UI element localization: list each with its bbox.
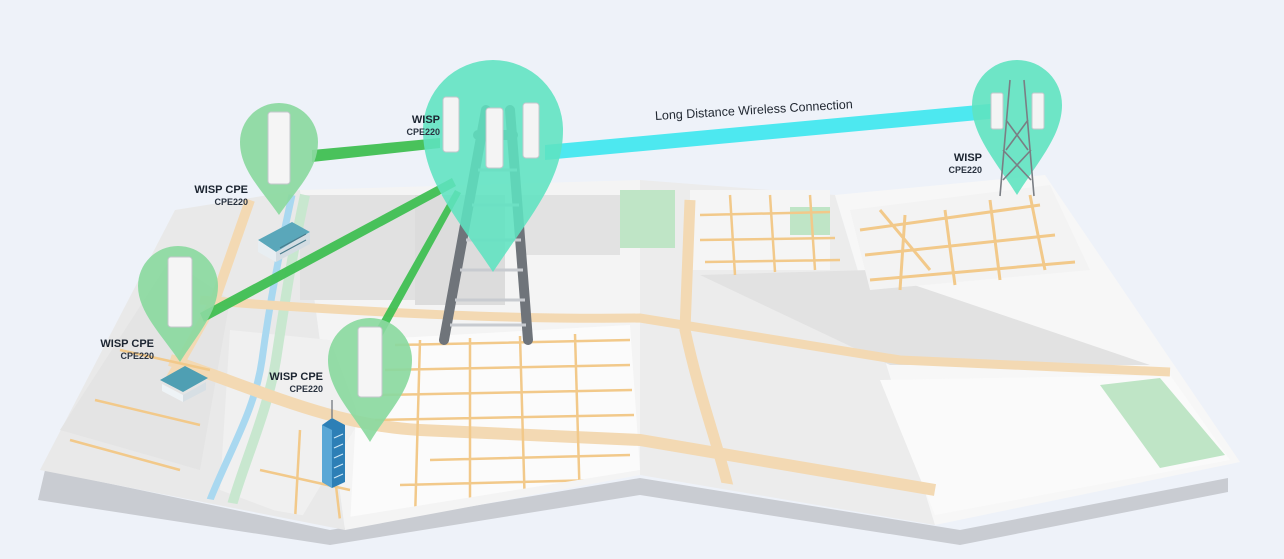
wireless-links [200,103,1000,344]
cpe-left-label: WISP CPE CPE220 [76,338,154,361]
cpe-left-model: CPE220 [120,350,154,361]
road-network [69,194,1171,520]
link-wisp-to-cpe-left [200,178,456,322]
side-streets-center [374,333,635,520]
cpe-left-title: WISP CPE [100,338,154,350]
link-wisp-to-cpe-top [312,138,440,162]
wisp-main-model: CPE220 [406,126,440,137]
side-streets-west [69,348,211,472]
map-shadow [38,470,1228,545]
park-block-southeast [1100,378,1225,468]
cpe-top-label: WISP CPE CPE220 [170,184,248,207]
link-wisp-to-cpe-bottom [370,190,461,344]
cpe-top-pin [240,103,318,215]
cpe-bottom-pin [328,318,412,442]
cpe-top-title: WISP CPE [194,184,248,196]
main-road-1 [168,354,937,496]
link-wisp-to-remote [545,103,1000,160]
cpe-bottom-title: WISP CPE [269,371,323,383]
side-streets-east [699,194,841,276]
wisp-main-label: WISP CPE220 [362,114,440,137]
cpe-bottom-label: WISP CPE CPE220 [245,371,323,394]
wisp-main-antennas [442,96,540,169]
wisp-main-title: WISP [411,114,440,126]
park-block-north [620,190,675,248]
side-streets-northeast [859,194,1076,291]
house [160,366,208,402]
wisp-remote-pin [972,60,1062,197]
wisp-remote-model: CPE220 [948,164,982,175]
cpe-left-pin [138,246,218,362]
remote-tower [999,79,1035,197]
wisp-remote-label: WISP CPE220 [920,152,982,175]
folded-map [40,175,1240,530]
office-building [258,222,310,262]
main-road-4 [679,199,736,497]
cpe-bottom-model: CPE220 [289,383,323,394]
main-road-2 [199,295,1171,377]
skyscraper [322,400,345,488]
cpe-top-model: CPE220 [214,196,248,207]
wisp-main-pin [423,60,563,272]
wisp-remote-title: WISP [953,152,982,164]
